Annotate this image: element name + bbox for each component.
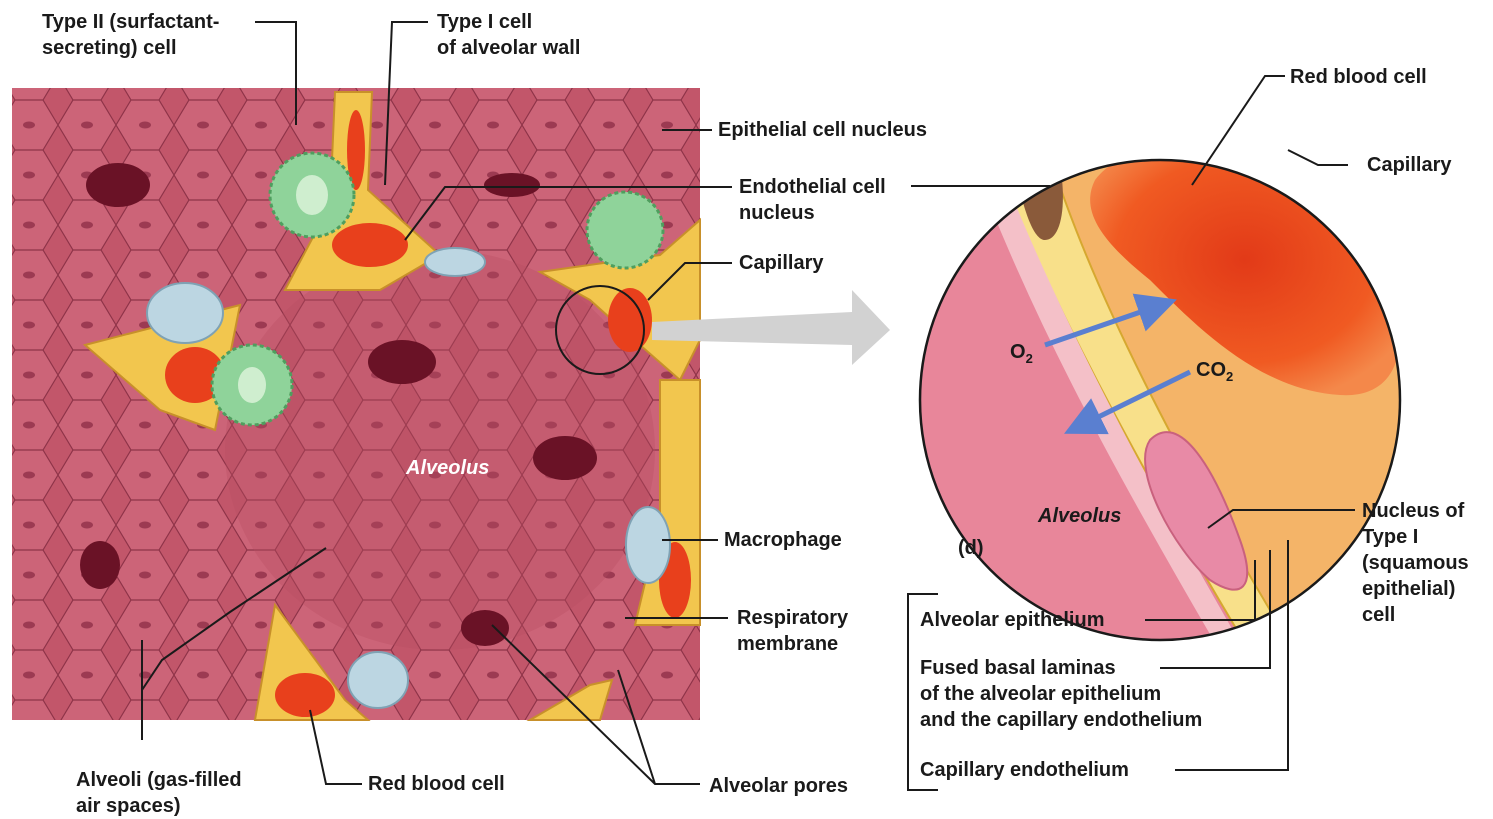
co2-text: CO xyxy=(1196,359,1226,381)
o2-subscript: 2 xyxy=(1026,351,1033,366)
label-nucleus-type-i-line5: cell xyxy=(1362,602,1395,628)
alveolar-pore xyxy=(484,173,540,197)
alveolar-pore xyxy=(368,340,436,384)
co2-subscript: 2 xyxy=(1226,369,1233,384)
label-fused-basal-laminas-line1: Fused basal laminas xyxy=(920,655,1116,681)
type-ii-cell-nucleus xyxy=(238,367,266,403)
label-fused-basal-laminas-line3: and the capillary endothelium xyxy=(920,707,1202,733)
label-macrophage: Macrophage xyxy=(724,527,842,553)
label-panel-d: (d) xyxy=(958,535,984,561)
label-alveoli-line2: air spaces) xyxy=(76,793,181,819)
label-alveolus-right: Alveolus xyxy=(1038,503,1121,529)
label-type-ii-cell-line2: secreting) cell xyxy=(42,35,177,61)
label-red-blood-cell-bottom: Red blood cell xyxy=(368,771,505,797)
macrophage xyxy=(147,283,223,343)
alveolar-pore xyxy=(80,541,120,589)
label-o2: O2 xyxy=(1010,339,1033,372)
type-ii-cell xyxy=(587,192,663,268)
alveolar-pore xyxy=(533,436,597,480)
label-capillary-endothelium: Capillary endothelium xyxy=(920,757,1129,783)
macrophage xyxy=(348,652,408,708)
label-alveolus-left: Alveolus xyxy=(406,455,489,481)
label-epithelial-cell-nucleus: Epithelial cell nucleus xyxy=(718,117,927,143)
alveolar-pore xyxy=(461,610,509,646)
type-ii-cell-nucleus xyxy=(296,175,328,215)
magnified-membrane-panel xyxy=(900,140,1420,660)
label-alveoli-line1: Alveoli (gas-filled xyxy=(76,767,242,793)
label-type-i-cell-line2: of alveolar wall xyxy=(437,35,580,61)
label-endothelial-nucleus-line1: Endothelial cell xyxy=(739,174,886,200)
label-alveolar-epithelium: Alveolar epithelium xyxy=(920,607,1105,633)
label-capillary-right: Capillary xyxy=(1367,152,1451,178)
alveolar-pore xyxy=(86,163,150,207)
label-nucleus-type-i-line2: Type I xyxy=(1362,524,1418,550)
label-fused-basal-laminas-line2: of the alveolar epithelium xyxy=(920,681,1161,707)
o2-text: O xyxy=(1010,341,1026,363)
label-respiratory-membrane-line2: membrane xyxy=(737,631,838,657)
alveolar-tissue-panel xyxy=(12,88,700,720)
label-type-i-cell-line1: Type I cell xyxy=(437,9,532,35)
label-endothelial-nucleus-line2: nucleus xyxy=(739,200,815,226)
label-capillary-left: Capillary xyxy=(739,250,823,276)
macrophage xyxy=(626,507,670,583)
label-nucleus-type-i-line4: epithelial) xyxy=(1362,576,1455,602)
label-nucleus-type-i-line1: Nucleus of xyxy=(1362,498,1464,524)
label-nucleus-type-i-line3: (squamous xyxy=(1362,550,1469,576)
macrophage xyxy=(425,248,485,276)
label-co2: CO2 xyxy=(1196,357,1233,390)
label-red-blood-cell-top: Red blood cell xyxy=(1290,64,1427,90)
label-respiratory-membrane-line1: Respiratory xyxy=(737,605,848,631)
label-alveolar-pores: Alveolar pores xyxy=(709,773,848,799)
label-type-ii-cell-line1: Type II (surfactant- xyxy=(42,9,219,35)
